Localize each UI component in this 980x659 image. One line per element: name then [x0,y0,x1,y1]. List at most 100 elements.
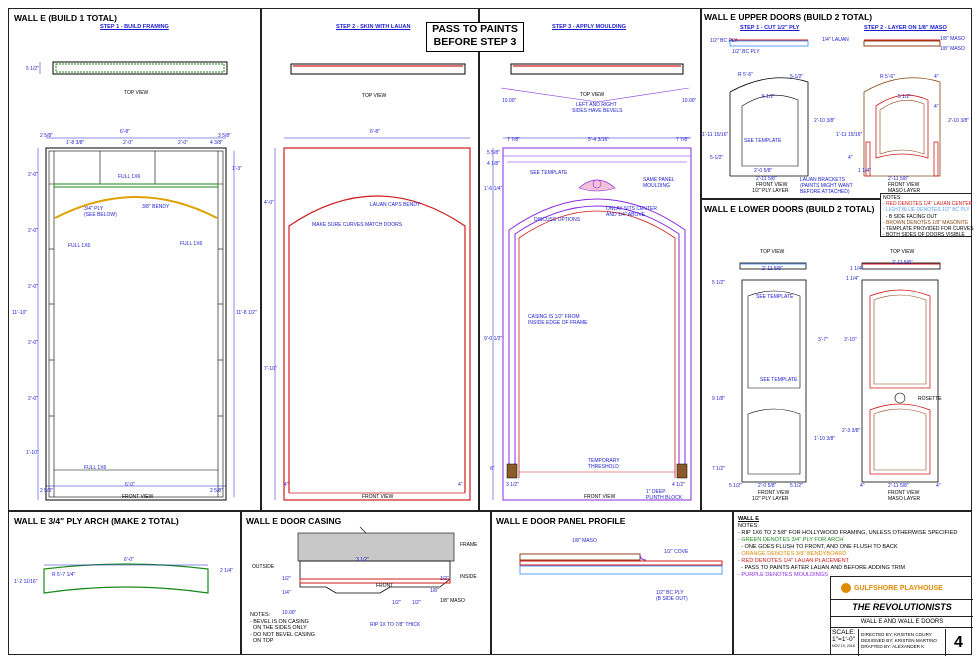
step1-framing-drawing [37,137,235,501]
lower-dim-1-1-4: 1 1/4" [850,266,863,272]
lower-dim-4-b: 4" [936,483,941,489]
casing-notes-4: ON TOP [250,638,274,645]
step3-dim-width: 5'-4 3/16" [588,137,610,143]
upper-fv-ply-2: 1/2" PLY LAYER [752,188,789,194]
step3-dim-6: 6" [490,466,495,472]
step1-dim-4-3-8: 4 3/8" [210,140,223,146]
step1-dim-2-0-left3: 2'-0" [28,284,38,290]
step1-dim-3-5-8: 3 5/8" [218,133,231,139]
casing-notes: NOTES: - BEVEL IS ON CASING ON THE SIDES… [250,612,315,645]
step2-front-view-label: FRONT VIEW [362,494,394,500]
step1-top-view-drawing [39,61,228,75]
step3-title: STEP 3 - APPLY MOULDING [552,24,626,30]
step3-casing-2: INSIDE EDGE OF FRAME [528,320,588,326]
step3-top-view-label: TOP VIEW [580,92,605,98]
upper-radius-1: R 5'-6" [738,72,753,78]
profile-maso: 1/8" MASO [572,538,597,544]
casing-dim-10: 10.00" [282,610,297,616]
panel-wall-e-build [8,8,702,511]
lower-fv-maso-2: MASO LAYER [888,496,921,502]
arch-drawing [43,563,209,594]
upper-note-item: - TEMPLATE PROVIDED FOR CURVES [883,226,974,233]
upper-dim-5-1-2-a: 5-1/2" [790,74,804,80]
step1-title: STEP 1 - BUILD FRAMING [100,24,169,30]
general-note-item: - RED DENOTES 1/4" LAUAN PLACEMENT [738,558,850,564]
casing-dim-3-1-2: 3 1/2" [356,557,369,563]
credit-directed: DIRECTED BY: KRISTEN COURY [861,632,932,637]
step1-dim-11-10: 11'-10" [12,310,28,316]
panel-arch [8,511,242,655]
lower-dim-5-half-b: 5 1/2" [790,483,803,489]
arch-dim-6-0: 6'-0" [124,557,134,563]
lower-dim-5-half-a: 5 1/2" [729,483,742,489]
step2-drawing [274,63,471,501]
upper-note-item: - RED DENOTES 1/4" LAUAN CENTER [883,201,973,208]
divider-step2-step3 [478,8,480,511]
step3-drawing [492,63,692,501]
upper-bc-ply-top: 1/2" BC PLY [710,38,738,44]
step3-plinth-1: 1" DEEP [646,489,666,495]
step2-lauan-caps-note: LAUAN CAPS BENDY [370,202,421,208]
credits: DIRECTED BY: KRISTEN COURY DESIGNED BY: … [861,632,937,650]
upper-dim-5-1-2-b: 5-1/2" [710,155,724,161]
divider-step1-step2 [260,8,262,511]
step2-curves-note: MAKE SURE CURVES MATCH DOORS [312,222,403,228]
step1-dim-2-0-left2: 2'-0" [28,228,38,234]
step2-title: STEP 2 - SKIN WITH LAUAN [336,24,411,30]
arch-title: WALL E 3/4" PLY ARCH (MAKE 2 TOTAL) [14,516,179,526]
casing-front: FRONT [376,583,394,589]
callout-line-1: PASS TO PAINTS [432,23,518,35]
lower-dim-4-a: 4" [860,483,865,489]
upper-dim-11-11-b: 1'-11 15/16" [836,132,863,138]
step3-dim-3-half: 3 1/2" [506,482,519,488]
step3-dim-7-7-8-left: 7 7/8" [507,137,520,143]
step1-dim-2-0-b: 2'-0" [178,140,188,146]
lower-fv-ply-1: FRONT VIEW [758,490,790,496]
step3-onlay-1: ONLAY SITS CENTER [606,206,657,212]
step1-full-1x6-right: FULL 1X6 [180,241,203,247]
lower-dim-2-11-c: 2'-11 5/8" [888,483,909,489]
sheet-date: NOV 19, 2018 [832,644,855,648]
step3-dim-5-5-8: 5 5/8" [487,150,500,156]
upper-note-item: - BOTH SIDES OF DOORS VISIBLE [883,232,965,239]
panel-profile [490,511,734,655]
upper-dim-2-10-b: 2'-10 3/8" [948,118,970,124]
profile-title: WALL E DOOR PANEL PROFILE [496,516,626,526]
upper-dim-2-10-a: 2'-10 3/8" [814,118,836,124]
sheet-number: 4 [945,629,971,656]
step2-dim-4-right: 4" [458,482,463,488]
step1-dim-1-3: 1'-3" [232,166,242,172]
profile-ply-2: (B SIDE OUT) [656,596,688,602]
show-title: THE REVOLUTIONISTS [831,599,973,612]
step3-onlay-2: AND 1/4" ABOVE [606,212,646,218]
casing-dim-1-8: 1/8" [430,588,439,594]
general-note-item: - GREEN DENOTES 3/4" PLY FOR ARCH [738,537,844,543]
profile-ply-1: 1/2" BC PLY [656,590,684,596]
step1-dim-1-8-3-8: 1'-8 3/8" [66,140,85,146]
lower-fv-ply-2: 1/2" PLY LAYER [752,496,789,502]
step3-same-panel-1: SAME PANEL [643,177,675,183]
lower-dim-2-0-5-8: 2'-0 5/8" [758,483,777,489]
step1-dim-2-5-8: 2 5/8" [40,133,53,139]
credit-designed: DESIGNED BY: KRISTEN MARTINO [861,638,937,643]
step1-full-1x6-bottom: FULL 1X6 [84,465,107,471]
arch-dim-1-2: 1'-2 11/16" [14,579,38,585]
panel-upper-doors [700,8,972,200]
profile-drawing [519,553,723,575]
lower-dim-1-10-3-8: 1'-10 3/8" [814,436,836,442]
casing-notes-2: ON THE SIDES ONLY [250,625,307,632]
general-notes: WALL E NOTES: - RIP 1X6 TO 2 5/8" FOR HO… [738,516,957,579]
step3-dim-4-half: 4 1/2" [672,482,685,488]
upper-step1-title: STEP 1 - CUT 1/2" PLY [740,25,800,31]
step2-dim-width: 6'-8" [370,129,380,135]
brand-name: GULFSHORE PLAYHOUSE [854,584,943,592]
step2-dim-4-0: 4'-0" [264,200,274,206]
step1-dim-2-0-left5: 2'-0" [28,396,38,402]
casing-dim-1-2-d: 1/2" [412,600,421,606]
step3-bevels-1: LEFT AND RIGHT [576,102,617,108]
step1-dim-2-0-left1: 2'-0" [28,172,38,178]
lower-doors-drawing [739,262,941,483]
casing-outside: OUTSIDE [252,564,275,570]
general-notes-heading: WALL E [738,516,760,522]
step3-dim-10-right: 10.00" [682,98,697,104]
